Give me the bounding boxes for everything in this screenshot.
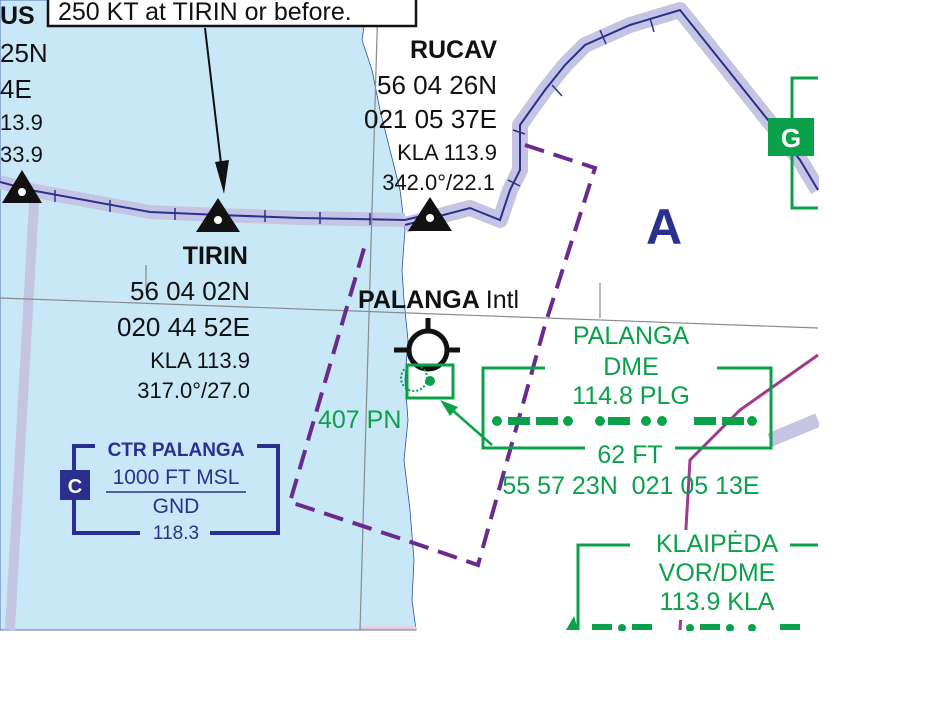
ctr-upper-limit: 1000 FT MSL: [113, 466, 240, 489]
palanga-dme-line3: 114.8 PLG: [572, 382, 690, 410]
dme-dot-icon: [425, 376, 435, 386]
chart-right-margin: [819, 0, 928, 727]
border-line: [404, 8, 819, 226]
morse-code-plg: [492, 416, 757, 426]
chart-bottom-margin: [0, 631, 928, 727]
left-fix-freq: 13.9: [0, 110, 43, 135]
speed-restriction-text: 250 KT at TIRIN or before.: [58, 0, 352, 26]
rucav-lat: 56 04 26N: [377, 70, 497, 100]
tirin-lat: 56 04 02N: [130, 276, 250, 306]
rucav-freq: KLA 113.9: [397, 140, 497, 165]
ctr-freq-mask: [140, 522, 210, 544]
palanga-dme-elevation: 62 FT: [597, 441, 662, 469]
rucav-radial: 342.0°/22.1: [382, 170, 495, 195]
palanga-dme-line2: DME: [603, 353, 659, 381]
left-halo: [5, 184, 40, 631]
airport-symbol-icon: [394, 318, 460, 372]
ctr-title-mask: [95, 436, 257, 458]
speed-restriction-arrow: [204, 27, 223, 173]
left-fix-name: US: [0, 2, 35, 30]
right-halo: [767, 413, 821, 447]
speed-restriction-arrowhead: [215, 160, 229, 194]
palanga-dme-coords: 55 57 23N 021 05 13E: [502, 472, 759, 500]
ctr-class-badge: [60, 470, 90, 500]
rucav-triangle-icon: [408, 197, 452, 231]
ctr-frequency: 118.3: [153, 523, 199, 544]
dme-box-icon: [405, 363, 455, 400]
speed-restriction-box: [46, 0, 418, 28]
border-ticks: [507, 17, 655, 187]
rucav-name: RUCAV: [410, 36, 497, 64]
left-fix-lat: 25N: [0, 38, 48, 68]
ctr-lower-limit: GND: [153, 495, 200, 518]
palanga-dme-line1: PALANGA: [573, 322, 690, 350]
klaipeda-title-mask: [630, 530, 790, 620]
ndb-label: 407 PN: [318, 406, 401, 434]
tirin-freq: KLA 113.9: [150, 348, 250, 373]
tirin-name: TIRIN: [183, 242, 248, 270]
ctr-class-letter: C: [68, 476, 82, 498]
tirin-lon: 020 44 52E: [117, 312, 250, 342]
sea-area: [0, 0, 417, 631]
tirin-triangle-icon: [196, 198, 240, 232]
dme-pointer-arrow: [449, 407, 493, 446]
route-ticks: [54, 190, 371, 225]
palanga-dme-title-mask: [545, 355, 717, 395]
class-g-badge: [768, 118, 814, 156]
tirin-radial: 317.0°/27.0: [137, 378, 250, 403]
left-fix-radial: 33.9: [0, 142, 43, 167]
restricted-area-boundary: [287, 143, 598, 568]
class-g-label: G: [781, 123, 801, 153]
klaipeda-line1: KLAIPĖDA: [656, 529, 779, 558]
klaipeda-pointer-arrowhead: [566, 616, 578, 630]
dme-pointer-arrowhead: [440, 400, 458, 416]
rucav-lon: 021 05 37E: [364, 104, 497, 134]
left-fix-lon: 4E: [0, 74, 32, 104]
palanga-dme-elev-mask: [585, 440, 675, 460]
morse-code-kla: [592, 624, 800, 632]
ctr-title: CTR PALANGA: [108, 440, 245, 461]
klaipeda-line3: 113.9 KLA: [660, 588, 775, 616]
left-fix-triangle-icon: [2, 170, 42, 203]
klaipeda-line2: VOR/DME: [659, 559, 776, 587]
airspace-class-label: A: [646, 199, 682, 255]
